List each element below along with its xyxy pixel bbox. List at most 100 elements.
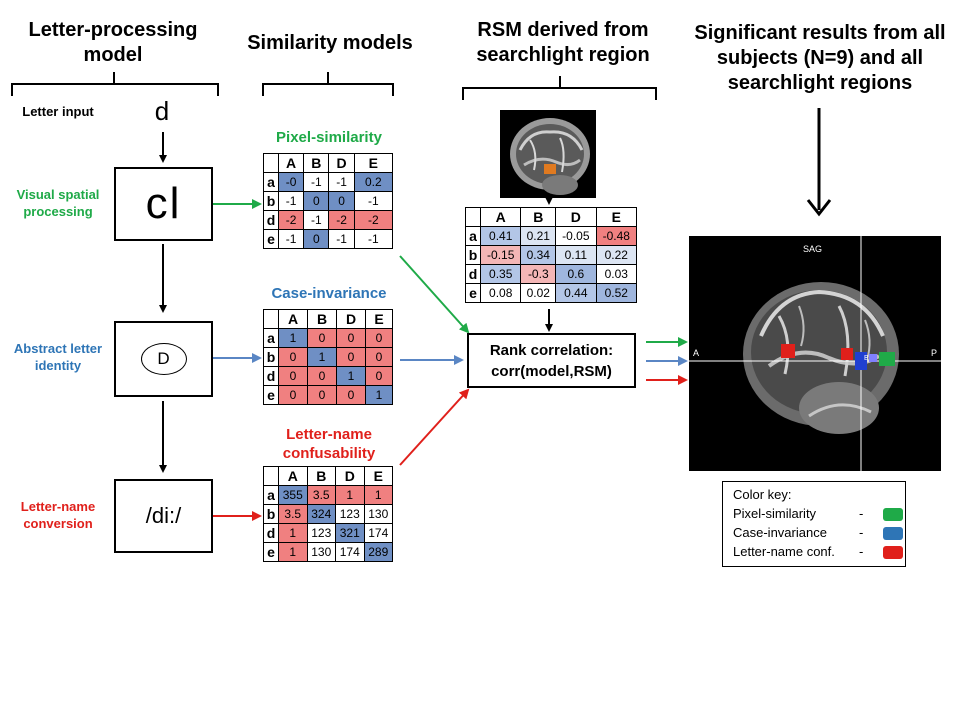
matrix-corner [263, 309, 279, 329]
matrix-cell: -2 [353, 210, 394, 230]
matrix-col-header: E [595, 207, 638, 227]
header-rsm: RSM derived from searchlight region [476, 19, 650, 66]
matrix-col-header: D [335, 466, 365, 486]
matrix-cell: -1 [277, 229, 305, 249]
matrix-cell: 0.44 [555, 283, 597, 303]
matrix-cell: 0.35 [479, 264, 522, 284]
matrix-cell: 0 [307, 366, 337, 386]
matrix-cell: -0.15 [479, 245, 522, 265]
searchlight-brain-svg [510, 118, 590, 195]
matrix-cell: 0.08 [479, 283, 522, 303]
matrix-row-header: e [263, 542, 279, 562]
matrix-cell: 355 [278, 485, 308, 505]
matrix-cell: 0 [278, 385, 308, 405]
arrow-red-to-rank [399, 388, 470, 466]
matrix-cell: -1 [303, 210, 330, 230]
legend-label: Letter-name conf. [733, 544, 835, 559]
matrix-cell: -1 [277, 191, 305, 211]
matrix-cell: -0.05 [555, 226, 597, 246]
matrix-cell: 324 [306, 504, 336, 524]
brace-similarity [262, 72, 394, 96]
matrix-row-header: d [263, 366, 279, 386]
matrix-row-header: a [263, 172, 279, 192]
abstract-box-circle: D [140, 343, 187, 375]
matrix-cell: 0.11 [555, 245, 597, 265]
matrix-col-header: A [278, 466, 308, 486]
matrix-row-header: e [263, 385, 279, 405]
matrix-row-header: e [263, 229, 279, 249]
visual-box-text: cl [145, 179, 182, 228]
abstract-letter-label: Abstract letter identity [13, 341, 103, 373]
matrix-cell: 0 [307, 385, 337, 405]
rank-line1: Rank correlation: [489, 341, 614, 359]
sag-label: SAG [803, 244, 823, 254]
matrix-col-header: B [307, 309, 337, 329]
legend-label: Pixel-similarity [733, 506, 817, 521]
matrix-cell: -2 [277, 210, 305, 230]
matrix-cell: 321 [335, 523, 365, 543]
matrix-cell: 0.02 [520, 283, 557, 303]
matrix-cell: 0 [303, 191, 330, 211]
matrix-cell: 0 [307, 328, 337, 348]
abstract-letter-box: D [114, 321, 213, 397]
header-similarity-models: Similarity models [247, 32, 413, 54]
case-invariance-title: Case-invariance [271, 285, 387, 302]
matrix-cell: -1 [353, 191, 394, 211]
matrix-cell: 0 [365, 328, 393, 348]
anterior-label: A [693, 348, 700, 358]
matrix-cell: -2 [328, 210, 355, 230]
legend-swatch-red [883, 546, 903, 559]
posterior-label: P [931, 348, 938, 358]
matrix-cell: 130 [363, 504, 393, 524]
arrow-green-to-rank [399, 255, 470, 334]
matrix-cell: 0 [336, 328, 366, 348]
matrix-corner [263, 153, 279, 173]
brace-letter-processing [11, 72, 219, 96]
matrix-cell: 123 [335, 504, 365, 524]
matrix-cell: -1 [328, 172, 355, 192]
results-brain-svg [689, 236, 941, 471]
matrix-row-header: b [263, 504, 279, 524]
color-key-legend: Color key: Pixel-similarity- Case-invari… [722, 481, 906, 567]
matrix-col-header: D [328, 153, 355, 173]
matrix-col-header: A [277, 153, 305, 173]
b-label: B [864, 355, 869, 362]
pixel-similarity-title: Pixel-similarity [276, 129, 382, 146]
name-box-text: /di:/ [145, 503, 182, 528]
letter-name-label: Letter-name conversion [20, 499, 96, 531]
matrix-row-header: a [263, 328, 279, 348]
matrix-col-header: B [520, 207, 557, 227]
matrix-row-header: d [465, 264, 481, 284]
visual-spatial-box: cl [114, 167, 213, 241]
result-green-marker [879, 352, 895, 366]
matrix-row-header: e [465, 283, 481, 303]
matrix-cell: 1 [307, 347, 337, 367]
matrix-row-header: a [465, 226, 481, 246]
matrix-col-header: A [278, 309, 308, 329]
matrix-cell: 0 [336, 385, 366, 405]
brace-rsm [462, 76, 657, 100]
matrix-cell: 130 [306, 542, 336, 562]
matrix-cell: 0.03 [595, 264, 638, 284]
matrix-cell: 3.5 [306, 485, 336, 505]
matrix-row-header: d [263, 210, 279, 230]
legend-item-case: Case-invariance- [733, 523, 905, 542]
matrix-row-header: d [263, 523, 279, 543]
matrix-cell: 0.34 [520, 245, 557, 265]
matrix-col-header: D [336, 309, 366, 329]
matrix-col-header: E [363, 466, 393, 486]
matrix-row-header: b [465, 245, 481, 265]
